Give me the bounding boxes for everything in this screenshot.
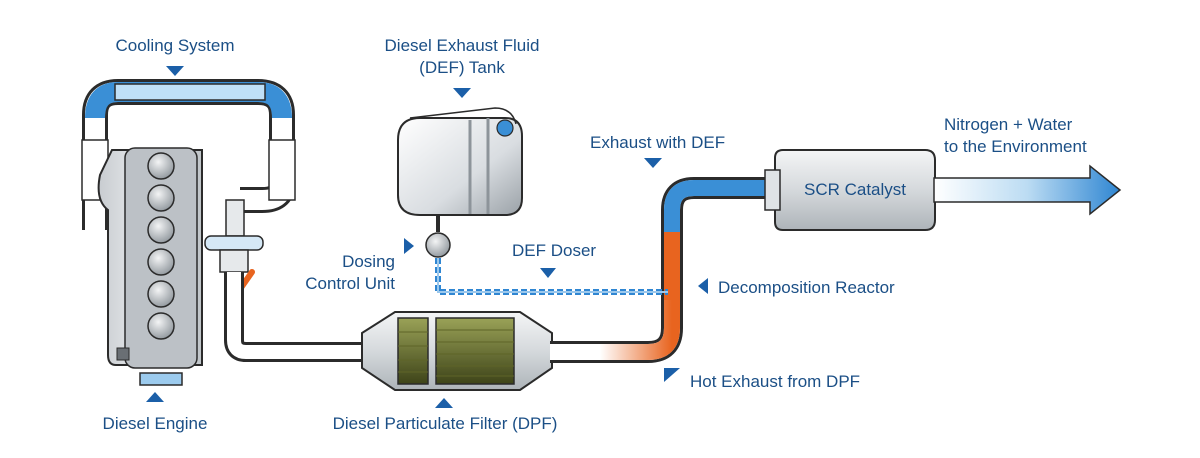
scr-catalyst (764, 149, 936, 231)
marker-def-doser (540, 268, 556, 278)
def-tank (397, 107, 523, 216)
pointer-markers (146, 66, 708, 408)
marker-cooling-system (166, 66, 184, 76)
marker-def-tank (453, 88, 471, 98)
marker-dpf (435, 398, 453, 408)
def-tank-cap (496, 119, 514, 137)
engine-sump (139, 372, 183, 386)
radiator (114, 83, 266, 101)
dosing-control-unit (425, 232, 451, 258)
label-exhaust-with-def: Exhaust with DEF (590, 133, 726, 152)
label-decomposition-reactor: Decomposition Reactor (718, 278, 895, 297)
label-def-doser: DEF Doser (512, 241, 597, 260)
label-nitrogen-water-line2: to the Environment (944, 137, 1087, 156)
exhaust-pipe-engine-to-dpf (224, 272, 370, 362)
label-def-tank-line2: (DEF) Tank (419, 58, 505, 77)
diesel-engine (97, 147, 203, 386)
exhaust-pipe-dpf-to-scr (550, 177, 768, 363)
output-arrow (933, 164, 1122, 216)
label-cooling-system: Cooling System (115, 36, 235, 55)
exhaust-with-def-section (664, 180, 768, 232)
label-diesel-engine: Diesel Engine (102, 414, 208, 433)
label-dpf: Diesel Particulate Filter (DPF) (332, 414, 558, 433)
label-nitrogen-water-line1: Nitrogen + Water (944, 115, 1073, 134)
marker-dosing-control (404, 238, 414, 254)
coolant-hose-right (268, 139, 296, 201)
label-hot-exhaust: Hot Exhaust from DPF (690, 372, 861, 391)
marker-diesel-engine (146, 392, 164, 402)
hot-exhaust-section (600, 232, 680, 360)
engine-cylinders (147, 152, 175, 340)
cooling-loop (81, 79, 296, 230)
def-line (425, 215, 668, 295)
marker-decomposition-reactor (698, 278, 708, 294)
diesel-particulate-filter (361, 311, 553, 391)
label-def-tank-line1: Diesel Exhaust Fluid (384, 36, 540, 55)
marker-hot-exhaust (664, 368, 680, 382)
label-dosing-control-line2: Control Unit (305, 274, 395, 293)
label-dosing-control-line1: Dosing (342, 252, 395, 271)
marker-exhaust-with-def (644, 158, 662, 168)
label-scr-catalyst: SCR Catalyst (803, 180, 907, 199)
